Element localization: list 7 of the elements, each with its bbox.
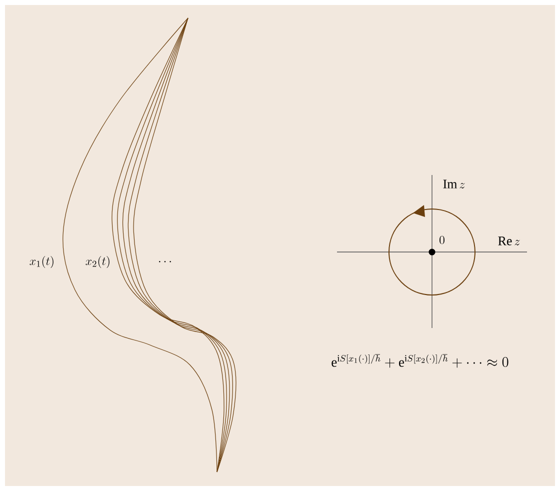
ellipsis: $\cdots$ <box>159 261 171 262</box>
axis-label: $\mathrm{Im}\,z$ <box>443 180 465 188</box>
math-label: $x_1(t)$ <box>30 256 54 268</box>
origin-label: $0$ <box>440 236 444 244</box>
math-label: $x_2(t)$ <box>86 256 110 268</box>
formula: $\mathrm{e}^{\mathrm{i}S[x_1(\cdot)]/\hbar}+\mathrm{e}^{\mathrm{i}S[x_2(\cdot)]/\hbar}+\cdots\approx 0$ <box>332 354 508 368</box>
axis-label: $\mathrm{Re}\,z$ <box>498 236 520 246</box>
